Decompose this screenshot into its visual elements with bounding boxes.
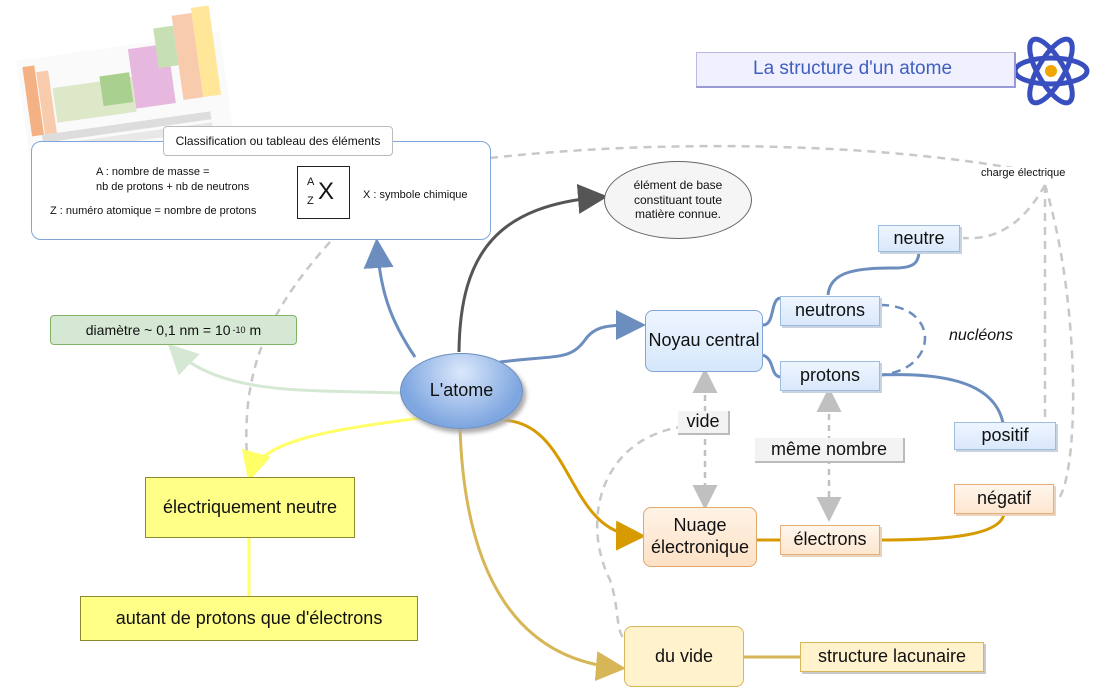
- diameter-unit: m: [249, 321, 262, 338]
- page-title: La structure d'un atome: [696, 52, 1016, 88]
- neutre-label: neutre: [878, 225, 960, 252]
- electron-cloud-node: Nuage électronique: [643, 507, 757, 567]
- negatif-label: négatif: [954, 484, 1054, 514]
- symbol-a: A: [307, 176, 315, 188]
- atom-logo-icon: [1012, 36, 1090, 106]
- definition-ellipse: élément de base constituant toute matièr…: [604, 161, 752, 239]
- symbol-z: Z: [307, 195, 314, 207]
- atomic-number-line: Z : numéro atomique = nombre de protons: [50, 205, 257, 217]
- meme-nombre-label: même nombre: [755, 438, 905, 463]
- vide-label: vide: [678, 411, 730, 435]
- structure-lacunaire-label: structure lacunaire: [800, 642, 984, 672]
- symbol-x: X: [318, 178, 335, 205]
- mass-number-line2: nb de protons + nb de neutrons: [96, 181, 250, 193]
- electrically-neutral-node: électriquement neutre: [145, 477, 355, 538]
- protons-label: protons: [780, 361, 880, 391]
- element-symbol-box: A Z X: [297, 166, 350, 219]
- neutrons-label: neutrons: [780, 296, 880, 326]
- electrons-label: électrons: [780, 525, 880, 555]
- charge-label: charge électrique: [979, 167, 1068, 179]
- symbol-description: X : symbole chimique: [363, 189, 468, 201]
- diameter-text: diamètre ~ 0,1 nm = 10: [85, 321, 231, 338]
- mass-number-line1: A : nombre de masse =: [96, 166, 210, 178]
- nucleons-label: nucléons: [949, 327, 1014, 344]
- diameter-box: diamètre ~ 0,1 nm = 10 -10 m: [50, 315, 297, 345]
- atom-center-node: L'atome: [400, 353, 523, 429]
- definition-text: élément de base constituant toute matièr…: [633, 178, 723, 222]
- positif-label: positif: [954, 422, 1056, 450]
- equal-charges-node: autant de protons que d'électrons: [80, 596, 418, 641]
- du-vide-node: du vide: [624, 626, 744, 687]
- nucleus-node: Noyau central: [645, 310, 763, 372]
- classification-title: Classification ou tableau des éléments: [163, 126, 393, 156]
- diameter-exponent: -10: [232, 324, 246, 335]
